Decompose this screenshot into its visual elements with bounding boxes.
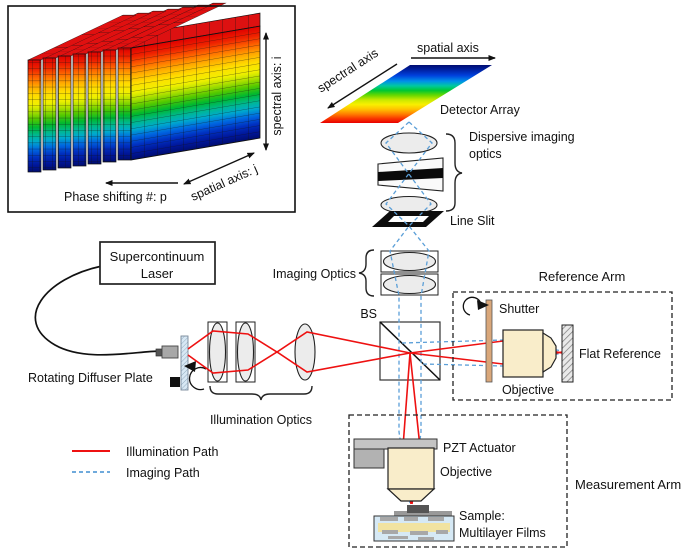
cube-front-faces [27,47,132,173]
dispersive-label-line2: optics [469,147,502,161]
sample-label-line2: Multilayer Films [459,526,546,540]
imaging-optics-label: Imaging Optics [273,267,356,281]
detector-spectral-label: spectral axis [315,46,381,96]
dispersive-lens-top [380,132,438,154]
fiber-ferrule [155,348,163,357]
beam-splitter: BS [360,307,441,381]
illumination-lens-1 [208,322,227,382]
reference-arm-title: Reference Arm [539,269,626,284]
illumination-lens-3 [294,323,316,381]
inset-spatial-axis-label: spatial axis: j [189,162,260,204]
imaging-lens-1 [382,251,437,272]
illumination-lens-2 [236,322,255,382]
illumination-optics: Illumination Optics [207,321,316,427]
measurement-objective-body [387,447,435,490]
measurement-arm: Measurement Arm PZT Actuator Objective S… [348,414,681,548]
measurement-arm-title: Measurement Arm [575,477,681,492]
imaging-lens-2 [382,274,437,295]
imaging-beam-a [385,121,432,504]
inset-border [7,5,296,213]
sample-top-layer [394,511,452,516]
flat-reference-mirror [561,324,574,383]
sample-label-line1: Sample: [459,509,505,523]
dispersive-imaging-optics: Dispersive imaging optics [377,130,575,215]
line-slit: Line Slit [372,211,495,228]
fiber-cable [34,265,161,356]
reference-objective-label: Objective [502,383,554,397]
imaging-brace [358,249,375,297]
imaging-beam-b [385,121,433,504]
line-slit-label: Line Slit [450,214,495,228]
sample-yellow-film [378,523,450,532]
diffuser-rotation-arrowhead [184,361,196,372]
fiber-connector [161,345,179,359]
diffuser-label: Rotating Diffuser Plate [28,371,153,385]
detector-spatial-label: spatial axis [417,41,479,55]
diffuser-rotation-arc [188,366,207,391]
detector-array: spatial axis spectral axis Detector Arra… [315,41,521,123]
bs-label: BS [360,307,377,321]
bs-diagonal [379,321,441,381]
diffuser-plate [180,335,189,391]
inset-spectral-axis-label: spectral axis: i [270,56,284,135]
legend-illumination-label: Illumination Path [126,445,218,459]
illumination-optics-label: Illumination Optics [210,413,312,427]
pzt-mount-block [353,448,385,469]
measurement-arm-box [348,414,568,548]
laser-source: Supercontinuum Laser [34,241,216,359]
detector-array-label: Detector Array [440,103,521,117]
shutter-label: Shutter [499,302,539,316]
legend-imaging-label: Imaging Path [126,466,200,480]
laser-label-line1: Supercontinuum [110,249,205,264]
rotating-diffuser: Rotating Diffuser Plate [28,335,207,391]
shutter-rotation-arc [462,296,482,316]
measurement-objective-label: Objective [440,465,492,479]
pzt-actuator-label: PZT Actuator [443,441,516,455]
imaging-optics: Imaging Optics [273,249,439,297]
shutter-plate [485,299,493,383]
laser-label-line2: Laser [141,266,174,281]
reference-objective-tip [542,331,557,374]
reference-objective-body [502,329,544,378]
illumination-brace [209,385,313,401]
grating-band [378,168,443,181]
sample-multilayer [373,505,455,542]
measurement-objective-tip [386,488,436,502]
datacube-inset: spectral axis: i spatial axis: j Phase s… [7,2,296,213]
flat-reference-label: Flat Reference [579,347,661,361]
shutter-rotation-arrowhead [477,300,489,310]
cube-side-face [130,25,261,161]
dispersive-label-line1: Dispersive imaging [469,130,575,144]
reference-arm: Reference Arm Shutter Objective Flat Ref… [452,269,673,401]
legend: Illumination Path Imaging Path [72,445,218,480]
spatial-axis-arrow [183,152,255,185]
sample-chip [407,505,429,513]
reference-arm-box [452,291,673,401]
phase-shift-label: Phase shifting #: p [64,190,167,204]
laser-box [99,241,216,285]
detector-spectral-arrow [327,63,398,109]
slit-opening [388,216,429,222]
dispersive-brace [445,133,463,212]
diffuser-motor [170,377,180,387]
detector-surface [320,65,492,123]
sample-bricks [380,517,448,540]
